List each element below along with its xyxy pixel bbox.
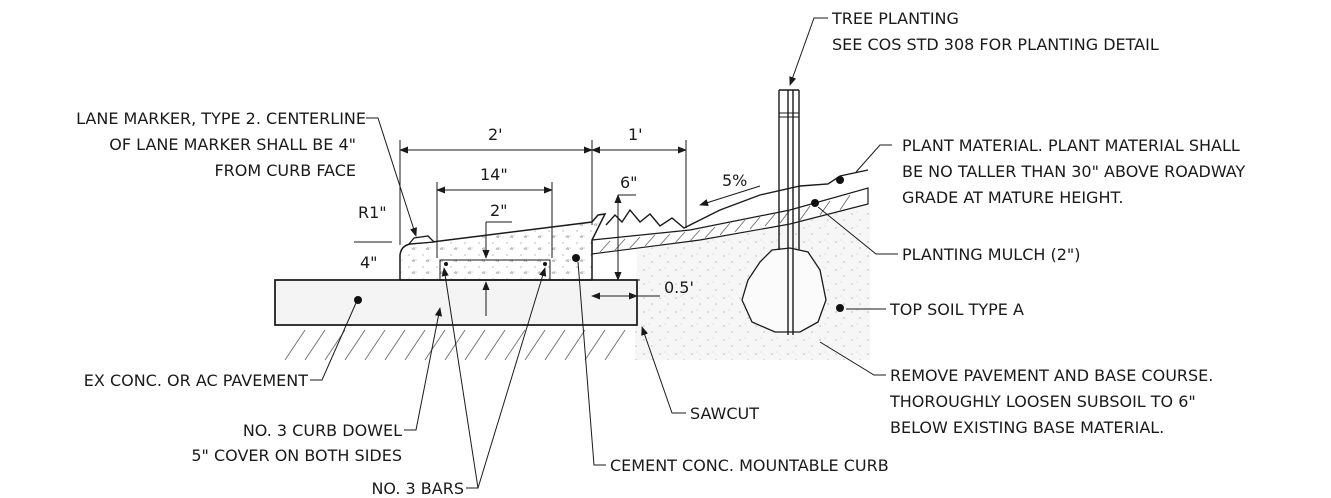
dimension-6in <box>592 194 640 281</box>
tree-trunk <box>778 89 800 335</box>
planting-mulch-band <box>591 187 869 255</box>
annotation-text: TREE PLANTING SEE COS STD 308 FOR PLANTI… <box>76 9 1245 498</box>
ex-pavement-label: EX CONC. OR AC PAVEMENT <box>84 371 308 390</box>
plant-material-label-2: BE NO TALLER THAN 30" ABOVE ROADWAY <box>902 162 1245 181</box>
leader-lines <box>310 17 898 489</box>
curb-dot <box>572 254 580 262</box>
top-soil-dot <box>836 304 844 312</box>
dim-2in-text: 2" <box>490 201 508 220</box>
lane-marker <box>407 235 436 245</box>
bars-label: NO. 3 BARS <box>371 479 464 498</box>
dimension-14in <box>436 182 553 258</box>
remove-pavement-label-2: THOROUGHLY LOOSEN SUBSOIL TO 6" <box>889 392 1196 411</box>
dim-14in-text: 14" <box>480 165 508 184</box>
dim-4in-text: 4" <box>360 253 378 272</box>
dim-half-ft-text: 0.5' <box>664 278 694 297</box>
curb-dowel-label-2: 5" COVER ON BOTH SIDES <box>191 446 402 465</box>
remove-pavement-label-3: BELOW EXISTING BASE MATERIAL. <box>890 418 1164 437</box>
dim-slope-text: 5% <box>722 171 747 190</box>
lane-marker-label-2: OF LANE MARKER SHALL BE 4" <box>109 135 356 154</box>
dim-1ft-text: 1' <box>628 125 643 144</box>
dim-6in-text: 6" <box>620 173 638 192</box>
mountable-curb <box>399 213 607 281</box>
slope-arrow <box>699 185 761 206</box>
planting-mulch-label: PLANTING MULCH (2") <box>902 245 1081 264</box>
plant-material-label-1: PLANT MATERIAL. PLANT MATERIAL SHALL <box>902 136 1240 155</box>
dimension-1ft <box>591 140 687 228</box>
bar-left <box>444 262 448 266</box>
bar-right <box>543 262 547 266</box>
plant-material-dot <box>836 176 844 184</box>
lane-marker-label-3: FROM CURB FACE <box>214 161 356 180</box>
rebar-outline <box>439 259 551 281</box>
ex-pavement-dot <box>354 296 362 304</box>
subgrade-hatch <box>284 329 626 361</box>
plant-material-label-3: GRADE AT MATURE HEIGHT. <box>902 188 1123 207</box>
plant-material-line <box>605 169 869 229</box>
dimension-2in <box>482 221 512 316</box>
sawcut-label: SAWCUT <box>690 404 759 423</box>
dimension-2ft <box>399 140 593 245</box>
dim-radius-text: R1" <box>358 203 387 222</box>
tree-planting-label-2: SEE COS STD 308 FOR PLANTING DETAIL <box>832 35 1159 54</box>
top-soil-label: TOP SOIL TYPE A <box>889 300 1024 319</box>
mountable-curb-label: CEMENT CONC. MOUNTABLE CURB <box>610 456 889 475</box>
dim-2ft-text: 2' <box>488 125 503 144</box>
remove-pavement-label-1: REMOVE PAVEMENT AND BASE COURSE. <box>890 366 1213 385</box>
mulch-dot <box>811 199 819 207</box>
lane-marker-label-1: LANE MARKER, TYPE 2. CENTERLINE <box>76 109 366 128</box>
tree-planting-label-1: TREE PLANTING <box>831 9 959 28</box>
curb-dowel-label-1: NO. 3 CURB DOWEL <box>243 421 402 440</box>
root-ball <box>741 247 827 333</box>
